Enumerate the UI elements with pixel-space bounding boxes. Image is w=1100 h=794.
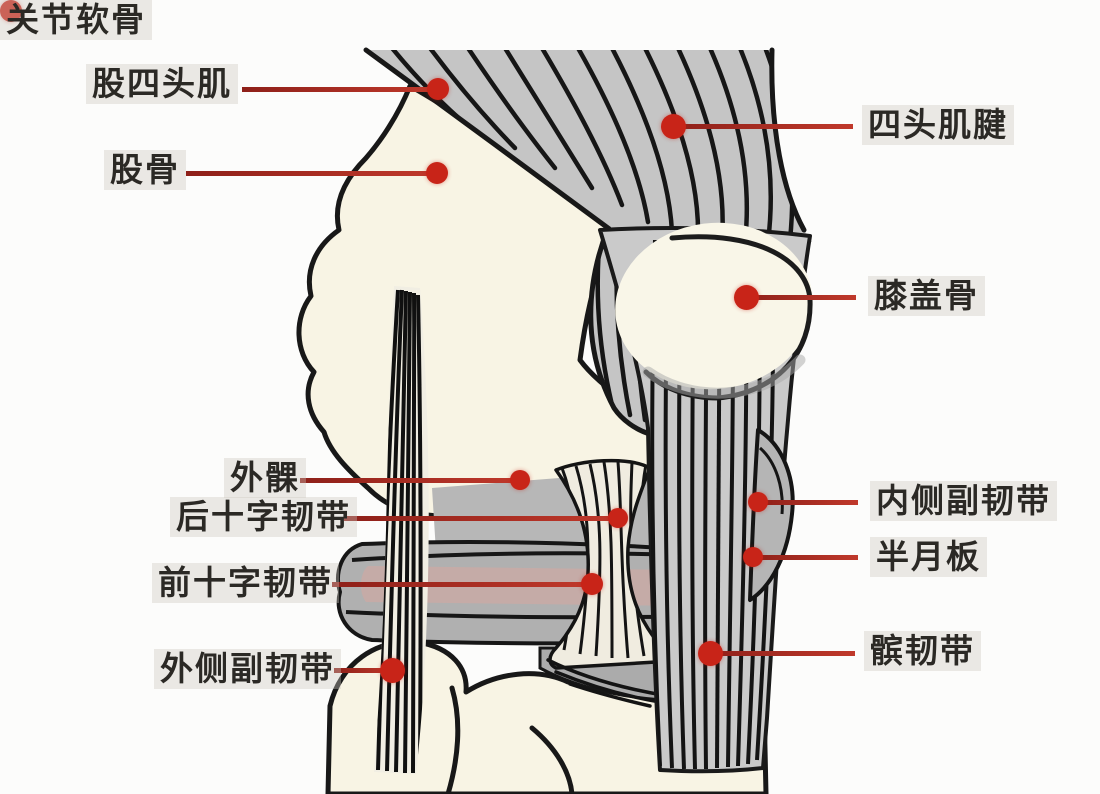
marker-dot bbox=[0, 0, 22, 22]
leader-line bbox=[344, 516, 618, 521]
label-lcl: 外侧副韧带 bbox=[154, 649, 341, 689]
label-acl: 前十字韧带 bbox=[152, 563, 339, 603]
label-patella: 膝盖骨 bbox=[868, 276, 985, 316]
marker-dot bbox=[734, 285, 759, 310]
leader-line bbox=[753, 555, 858, 560]
marker-dot bbox=[426, 162, 448, 184]
leader-line bbox=[332, 582, 592, 587]
lcl-shape bbox=[374, 286, 429, 774]
label-patellar-ligament: 髌韧带 bbox=[864, 631, 981, 671]
label-lateral-condyle: 外髁 bbox=[224, 458, 306, 498]
leader-line bbox=[300, 478, 520, 483]
patella-shape bbox=[615, 222, 813, 401]
label-quadriceps: 股四头肌 bbox=[86, 64, 238, 104]
marker-dot bbox=[698, 641, 723, 666]
marker-dot bbox=[743, 547, 763, 567]
marker-dot bbox=[581, 573, 603, 595]
label-mcl: 内侧副韧带 bbox=[870, 481, 1057, 521]
label-meniscus: 半月板 bbox=[870, 537, 987, 577]
leader-line bbox=[673, 124, 853, 129]
leader-line bbox=[186, 171, 437, 176]
marker-dot bbox=[608, 508, 628, 528]
label-articular-cartilage: 关节软骨 bbox=[0, 0, 152, 40]
label-femur: 股骨 bbox=[104, 150, 186, 190]
leader-line bbox=[242, 87, 438, 92]
leader-line bbox=[746, 295, 856, 300]
leader-line bbox=[710, 651, 855, 656]
leader-line bbox=[758, 500, 858, 505]
marker-dot bbox=[510, 470, 530, 490]
label-quadriceps-tendon: 四头肌腱 bbox=[862, 105, 1014, 145]
marker-dot bbox=[380, 658, 405, 683]
label-pcl: 后十字韧带 bbox=[170, 497, 357, 537]
leader-line bbox=[334, 668, 392, 673]
marker-dot bbox=[748, 492, 768, 512]
marker-dot bbox=[661, 114, 686, 139]
marker-dot bbox=[427, 78, 449, 100]
